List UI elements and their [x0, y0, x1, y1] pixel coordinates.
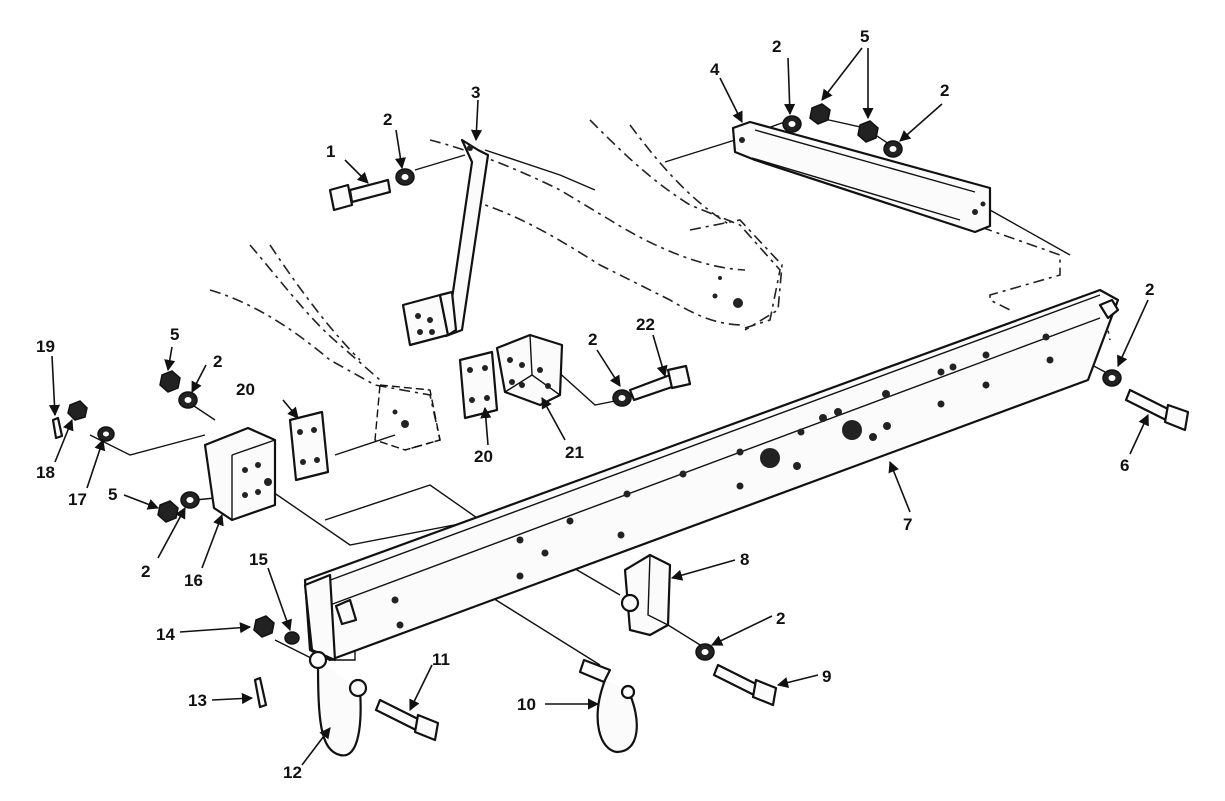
- part-18-nut: [67, 400, 88, 421]
- callout-5: 5: [860, 27, 869, 46]
- callout-2: 2: [772, 37, 781, 56]
- part-16-bracket: [203, 426, 277, 522]
- part-13-cotter-pin: [253, 676, 268, 709]
- callout-18: 18: [36, 463, 55, 482]
- part-14-nut: [253, 615, 275, 638]
- nuts-part-5: [157, 103, 879, 523]
- leader-arrows: [48, 47, 1149, 766]
- callout-21: 21: [565, 443, 584, 462]
- part-4-crossmember: [731, 120, 992, 234]
- callout-2: 2: [213, 352, 222, 371]
- part-17-washer: [97, 426, 115, 442]
- callout-8: 8: [740, 550, 749, 569]
- callout-6: 6: [1120, 456, 1129, 475]
- callout-2: 2: [1145, 280, 1154, 299]
- part-6-bolt: [1124, 388, 1190, 432]
- callout-10: 10: [517, 695, 536, 714]
- callout-5: 5: [108, 485, 117, 504]
- callout-7: 7: [903, 515, 912, 534]
- part-19-cotter-pin: [51, 416, 64, 440]
- part-9-bolt: [712, 663, 778, 707]
- frame-rails-phantom: [209, 119, 1111, 451]
- callout-3: 3: [471, 83, 480, 102]
- part-12-u-bolt: [308, 650, 368, 757]
- callout-2: 2: [588, 330, 597, 349]
- callout-2: 2: [383, 110, 392, 129]
- callout-2: 2: [141, 562, 150, 581]
- part-22-bolt: [628, 364, 692, 402]
- callout-4: 4: [710, 60, 720, 79]
- part-11-bolt: [374, 698, 440, 742]
- left-rail-end: [374, 384, 441, 451]
- callout-1: 1: [326, 142, 335, 161]
- part-3-bracket: [401, 138, 490, 347]
- washers-part-2: [178, 115, 1122, 661]
- part-20-plate-left: [288, 410, 330, 482]
- callout-12: 12: [283, 763, 302, 782]
- callout-14: 14: [156, 625, 175, 644]
- callout-20: 20: [236, 380, 255, 399]
- part-15-washer: [284, 631, 300, 645]
- right-rail-end: [712, 276, 743, 308]
- callout-17: 17: [68, 490, 87, 509]
- callout-22: 22: [636, 315, 655, 334]
- callout-15: 15: [249, 550, 268, 569]
- callout-numbers: 1 2 3 4 2 5 2 2 6 7 22 2 21 20 20 5 2 19…: [36, 27, 1154, 782]
- part-21-bracket: [495, 333, 564, 407]
- callout-11: 11: [432, 650, 450, 669]
- part-10-shackle: [578, 658, 638, 754]
- part-1-bolt: [328, 178, 392, 212]
- callout-19: 19: [36, 337, 55, 356]
- callout-9: 9: [822, 667, 831, 686]
- callout-2: 2: [940, 81, 949, 100]
- part-7-main-beam: [303, 288, 1120, 662]
- callout-13: 13: [188, 691, 207, 710]
- part-20-plate-right: [458, 350, 499, 420]
- callout-2: 2: [776, 609, 785, 628]
- callout-20: 20: [474, 447, 493, 466]
- part-8-bracket: [620, 553, 672, 637]
- callout-16: 16: [184, 571, 203, 590]
- callout-5: 5: [170, 325, 179, 344]
